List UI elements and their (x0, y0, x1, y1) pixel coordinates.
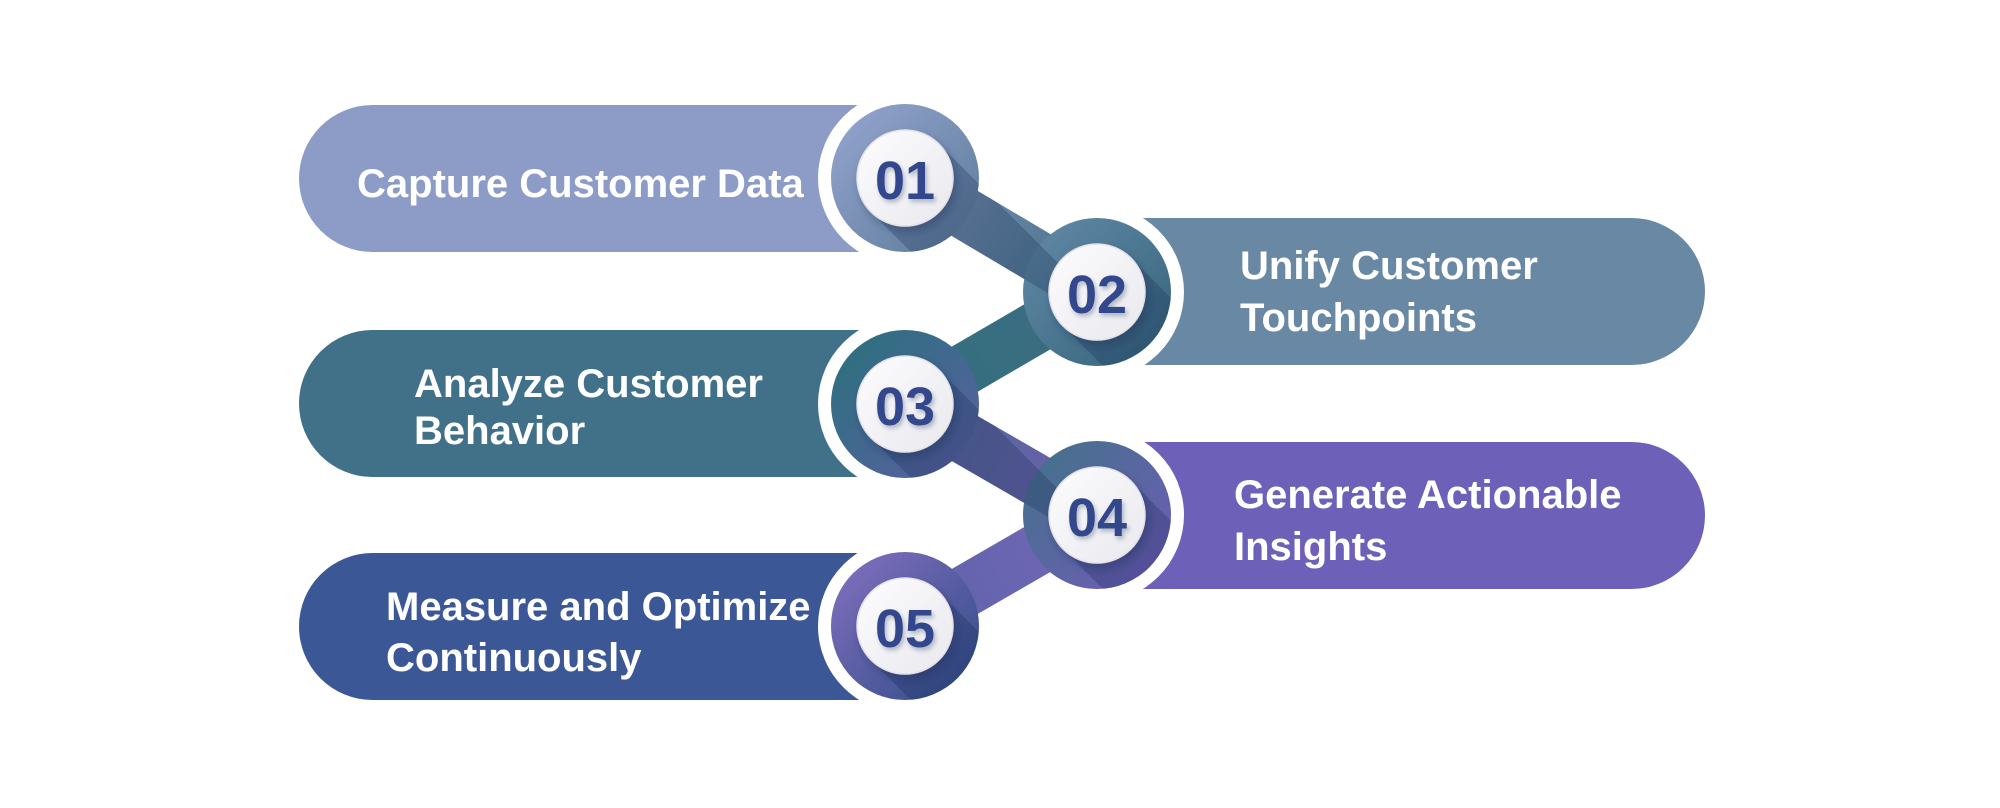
number-circles (856, 129, 1146, 675)
step-5-label-line-1: Measure and Optimize (386, 585, 811, 629)
step-5-number-circle (856, 577, 954, 675)
step-5-number: 05 (875, 599, 935, 659)
step-4-pill (1047, 442, 1705, 589)
step-2-number-circle (1048, 243, 1146, 341)
step-3-number: 03 (875, 377, 935, 437)
step-3-pill (299, 330, 955, 477)
step-5-label-line-2: Continuously (386, 636, 642, 680)
step-2-pill (1047, 218, 1705, 365)
step-2-number: 02 (1067, 265, 1127, 325)
step-1-number: 01 (875, 151, 935, 211)
step-4-number: 04 (1067, 488, 1127, 548)
step-4-number-circle (1048, 466, 1146, 564)
step-5-pill (299, 553, 955, 700)
step-3-label-line-1: Analyze Customer (414, 362, 763, 406)
step-2-label-line-2: Touchpoints (1240, 296, 1477, 340)
step-2-label-line-1: Unify Customer (1240, 244, 1538, 288)
step-3-label-line-2: Behavior (414, 409, 585, 453)
step-1-pill (299, 105, 955, 252)
step-labels: Capture Customer Data Unify Customer Tou… (357, 162, 1622, 680)
step-4-label-line-2: Insights (1234, 525, 1387, 569)
step-1-number-circle (856, 129, 954, 227)
step-4-label-line-1: Generate Actionable (1234, 473, 1622, 517)
step-pills (299, 105, 1705, 700)
step-3-number-circle (856, 355, 954, 453)
step-numbers: 01 02 03 04 05 (875, 151, 1127, 659)
step-1-label: Capture Customer Data (357, 162, 805, 206)
